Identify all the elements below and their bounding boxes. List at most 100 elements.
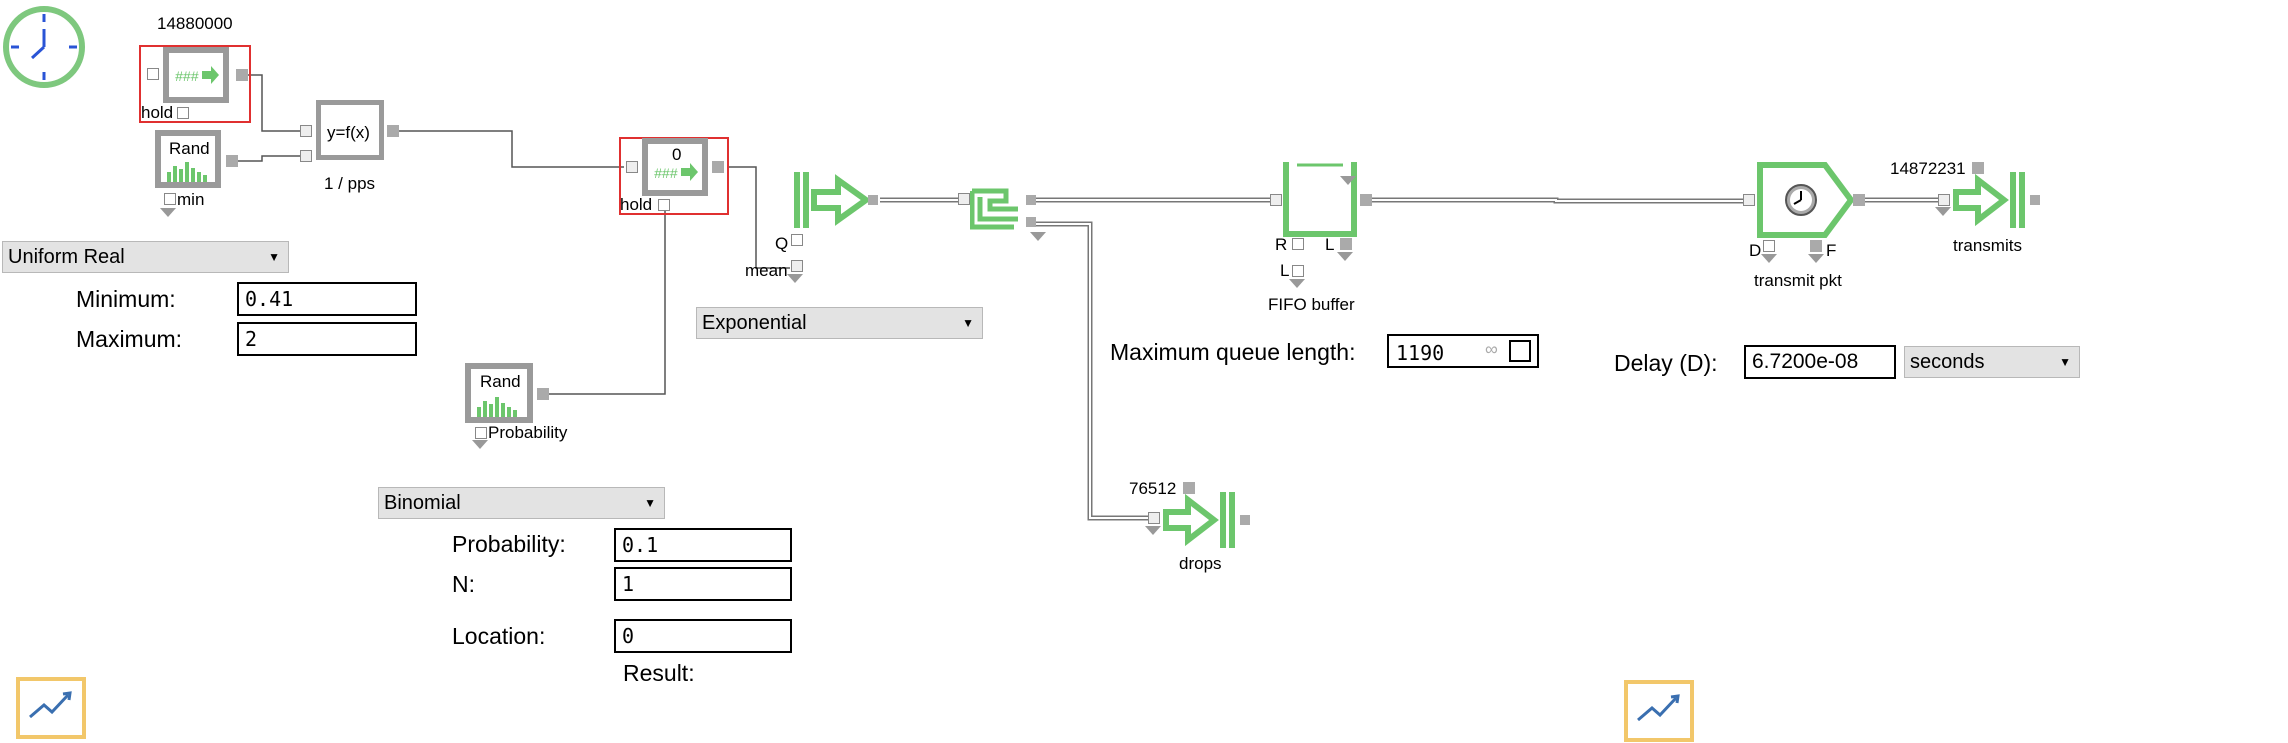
sink-input-port[interactable]: [1938, 194, 1950, 206]
queue-input-port[interactable]: [1270, 194, 1282, 206]
hold-checkbox[interactable]: [658, 199, 670, 211]
hold-value: 0: [672, 145, 682, 164]
server-d-label: D: [1749, 241, 1762, 260]
hold-output-port[interactable]: [712, 161, 724, 173]
chart-button-left[interactable]: [16, 677, 86, 739]
drops-count-port[interactable]: [1183, 482, 1195, 494]
chevron-down-icon: ▼: [644, 496, 656, 510]
func-input-port-1[interactable]: [300, 125, 312, 137]
n-field[interactable]: [614, 567, 792, 601]
source-hold-checkbox[interactable]: [177, 107, 189, 119]
queue-title: FIFO buffer: [1268, 295, 1355, 314]
probability-field[interactable]: [614, 528, 792, 562]
sink-title: transmits: [1953, 236, 2022, 255]
drops-count: 76512: [1129, 479, 1177, 498]
delay-unit-value: seconds: [1910, 351, 1985, 373]
queue-r-checkbox[interactable]: [1292, 238, 1304, 250]
rand-min-label: min: [177, 190, 205, 209]
server-d-checkbox[interactable]: [1763, 240, 1775, 252]
generator-arrow-icon: ###: [175, 66, 219, 84]
drops-down-arrow-icon: [1145, 526, 1161, 535]
server-f-port[interactable]: [1810, 240, 1822, 252]
splitter-input-port[interactable]: [958, 193, 970, 205]
svg-text:###: ###: [654, 165, 678, 181]
source-enable-checkbox[interactable]: [147, 68, 159, 80]
distribution-select-uniform-value: Uniform Real: [8, 246, 125, 268]
generator-q-checkbox[interactable]: [791, 234, 803, 246]
server-output-port[interactable]: [1853, 194, 1865, 206]
result-label: Result:: [623, 660, 695, 686]
server-icon[interactable]: [1757, 162, 1855, 238]
sink-count: 14872231: [1890, 159, 1966, 178]
func-caption: 1 / pps: [324, 174, 376, 193]
hold-input-port[interactable]: [626, 161, 638, 173]
distribution-select-binomial-value: Binomial: [384, 492, 461, 514]
wire-source-to-func: [246, 74, 300, 132]
chevron-down-icon: ▼: [962, 316, 974, 330]
distribution-select-uniform[interactable]: Uniform Real ▼: [2, 241, 289, 273]
server-f-down-arrow-icon: [1808, 254, 1824, 263]
func-label: y=f(x): [327, 123, 370, 142]
source-output-port[interactable]: [236, 69, 248, 81]
source-block[interactable]: ###: [163, 47, 229, 103]
histogram-icon: [167, 162, 207, 182]
queue-r-label: R: [1275, 235, 1288, 254]
drops-sink-icon[interactable]: [1162, 490, 1252, 552]
location-field[interactable]: [614, 619, 792, 653]
chevron-down-icon: ▼: [2059, 355, 2071, 369]
max-queue-length-field[interactable]: 1190 ∞: [1387, 334, 1539, 368]
rand-probability-block[interactable]: Rand: [465, 363, 533, 423]
queue-l2-checkbox[interactable]: [1292, 265, 1304, 277]
server-d-down-arrow-icon: [1761, 254, 1777, 263]
delay-label: Delay (D):: [1614, 350, 1718, 376]
func-input-port-2[interactable]: [300, 150, 312, 162]
queue-l-label: L: [1325, 235, 1335, 254]
queue-output-port[interactable]: [1360, 194, 1372, 206]
generator-mean-port[interactable]: [791, 260, 803, 272]
delay-field[interactable]: [1744, 345, 1896, 379]
rand-probability-down-arrow-icon: [472, 440, 488, 449]
rand-min-block[interactable]: Rand: [155, 130, 221, 188]
chevron-down-icon: ▼: [268, 250, 280, 264]
sink-count-port[interactable]: [1972, 162, 1984, 174]
chart-button-right[interactable]: [1624, 680, 1694, 742]
svg-text:###: ###: [175, 68, 199, 84]
generator-q-label: Q: [775, 234, 789, 253]
distribution-select-binomial[interactable]: Binomial ▼: [378, 487, 665, 519]
wire-hold-to-mean: [728, 166, 790, 269]
packet-sink-icon[interactable]: [1952, 170, 2042, 232]
fifo-buffer-icon[interactable]: [1283, 162, 1357, 238]
rand-min-checkbox[interactable]: [164, 193, 176, 205]
clock-block[interactable]: [2, 5, 86, 89]
func-output-port[interactable]: [387, 125, 399, 137]
line-chart-icon: [29, 691, 72, 719]
delay-unit-select[interactable]: seconds ▼: [1904, 346, 2080, 378]
source-hold-label: hold: [141, 103, 174, 122]
queue-l2-down-arrow-icon: [1289, 279, 1305, 288]
packet-generator-icon[interactable]: [788, 168, 880, 232]
queue-l2-label: L: [1280, 261, 1290, 280]
wire-rand2-to-hold: [548, 205, 666, 395]
rand-probability-checkbox[interactable]: [475, 427, 487, 439]
rand-min-title: Rand: [169, 139, 210, 158]
maximum-field[interactable]: [237, 322, 417, 356]
drops-input-port[interactable]: [1148, 512, 1160, 524]
rand-min-output-port[interactable]: [226, 155, 238, 167]
sink-down-arrow-icon: [1935, 207, 1951, 216]
distribution-select-exponential[interactable]: Exponential ▼: [696, 307, 983, 339]
rand-probability-title: Rand: [480, 372, 521, 391]
source-count: 14880000: [157, 14, 233, 33]
minimum-field[interactable]: [237, 282, 417, 316]
infinite-queue-checkbox[interactable]: [1509, 340, 1531, 362]
server-input-port[interactable]: [1743, 194, 1755, 206]
rand-probability-output-port[interactable]: [537, 388, 549, 400]
maximum-label: Maximum:: [76, 326, 183, 352]
infinity-icon: ∞: [1485, 339, 1498, 359]
rand-probability-label: Probability: [488, 423, 568, 442]
function-block[interactable]: y=f(x): [316, 100, 384, 160]
hold-block[interactable]: 0 ###: [642, 138, 708, 196]
queue-l-port[interactable]: [1340, 238, 1352, 250]
minimum-label: Minimum:: [76, 286, 176, 312]
splitter-icon[interactable]: [970, 187, 1038, 241]
